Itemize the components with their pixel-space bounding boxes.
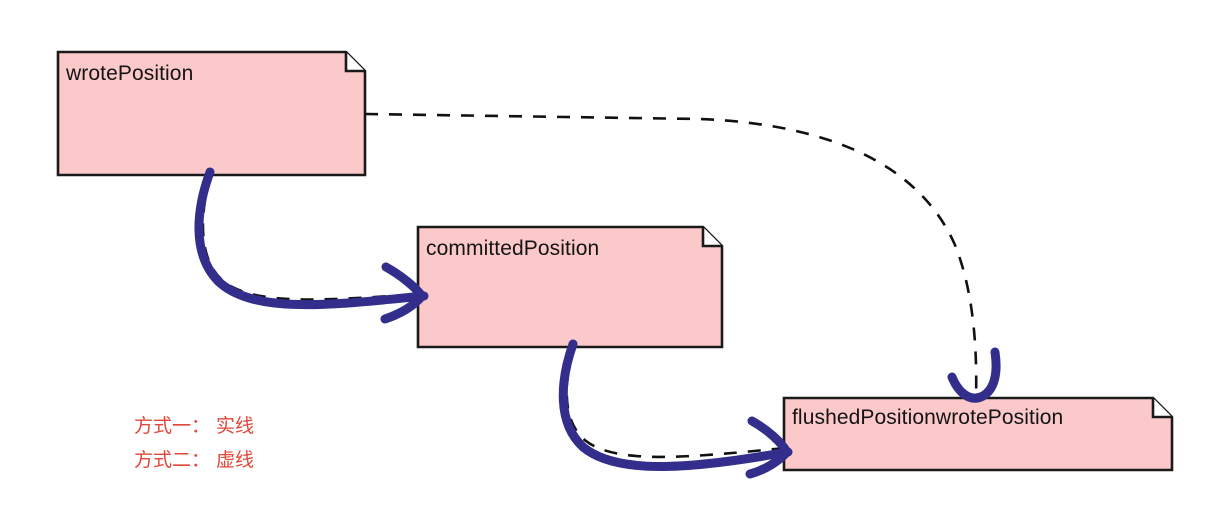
note-wrote-position-fold [344,52,365,73]
arrow-committed-to-flushed-stroke [558,339,793,471]
note-wrote-position-label: wrotePosition [66,62,194,85]
note-committed-position-label: committedPosition [426,237,600,260]
note-committed-position-fold [701,227,722,248]
purple-connectors [194,167,1001,479]
dashed-curve-wrote-to-flushed [364,112,978,399]
note-wrote-position-body [56,50,367,177]
legend: 方式一： 实线 方式二： 虚线 [134,409,254,477]
note-flushed-position-fold [1151,398,1172,419]
legend-line-solid: 方式一： 实线 [134,415,255,437]
note-committed-position-body [416,225,724,349]
dashed-curve-wrote-to-committed [201,175,421,301]
legend-line-dashed: 方式二： 虚线 [134,449,255,471]
note-flushed-position-label: flushedPositionwrotePosition [792,406,1064,429]
note-wrote-position[interactable] [56,50,367,177]
dashed-curve-committed-to-flushed [565,347,787,459]
note-committed-position[interactable] [416,225,724,349]
arrow-wrote-to-committed-head [380,262,427,324]
arrow-wrote-to-flushed-head [947,347,1001,403]
arrow-wrote-to-committed-stroke [194,167,429,310]
arrow-committed-to-flushed-head [745,416,792,479]
